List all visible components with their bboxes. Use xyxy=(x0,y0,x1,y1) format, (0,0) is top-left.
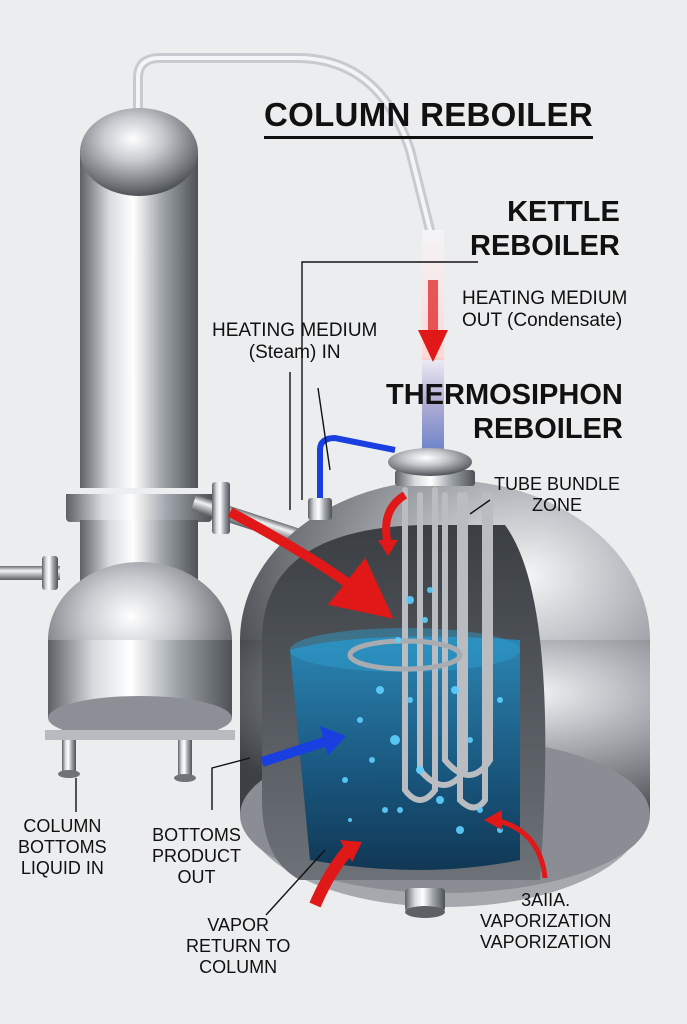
feed-flow-arrow xyxy=(227,507,394,619)
label-vaporization: 3AIIA. VAPORIZATION VAPORIZATION xyxy=(480,890,612,952)
return-flow-arrow xyxy=(382,491,408,546)
leader-lines xyxy=(75,261,491,916)
label-column-bottoms-liquid-in: COLUMN BOTTOMS LIQUID IN xyxy=(18,816,107,878)
steam-inlet-tube xyxy=(317,434,396,510)
label-bottoms-product-out: BOTTOMS PRODUCT OUT xyxy=(152,825,241,887)
vaporization-arrow xyxy=(494,817,548,879)
distillation-column xyxy=(45,108,235,782)
vapor-return-arrow xyxy=(309,843,355,908)
label-kettle-reboiler: KETTLE REBOILER xyxy=(470,196,620,262)
label-vapor-return: VAPOR RETURN TO COLUMN xyxy=(186,915,291,977)
condensate-arrow xyxy=(418,330,448,362)
label-tube-bundle-zone: TUBE BUNDLE ZONE xyxy=(494,474,621,515)
tube-bundle xyxy=(402,487,493,811)
label-heating-medium-in: HEATING MEDIUM (Steam) IN xyxy=(212,320,378,364)
label-thermosiphon-reboiler: THERMOSIPHON REBOILER xyxy=(386,379,623,445)
diagram-title: COLUMN REBOILER xyxy=(264,96,593,140)
bottoms-product-arrow xyxy=(260,735,332,767)
label-heating-medium-out: HEATING MEDIUM OUT (Condensate) xyxy=(462,288,628,332)
